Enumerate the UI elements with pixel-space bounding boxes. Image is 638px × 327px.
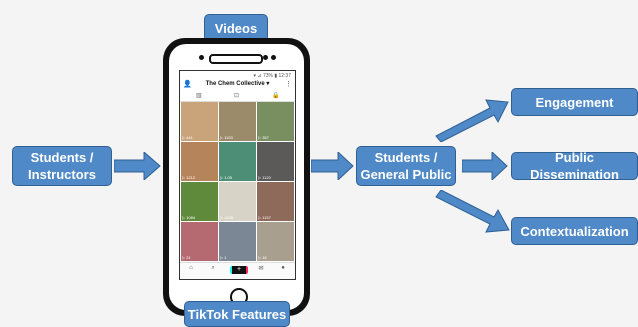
arrow-to-general-public: [311, 152, 354, 180]
video-thumbnail[interactable]: ▷ 1157: [257, 182, 294, 221]
students-general-public-box: Students / General Public: [356, 146, 456, 186]
public-dissemination-box: Public Dissemination: [511, 150, 638, 182]
camera-dot: [263, 55, 268, 60]
grid-tab-icon[interactable]: ▥: [196, 93, 202, 99]
video-view-count: ▷ 1157: [258, 215, 271, 220]
video-view-count: ▷ 18: [258, 255, 267, 260]
sensor-dot: [271, 55, 276, 60]
video-view-count: ▷ 1193: [220, 135, 233, 140]
lock-tab-icon[interactable]: 🔒: [272, 93, 280, 99]
arrow-to-engagement: [435, 99, 509, 142]
phone-body: ▾ ⊿ 73% ▮ 12:37 👤 The Chem Collective ▾ …: [169, 44, 304, 310]
video-thumbnail[interactable]: ▷ 1205: [219, 182, 256, 221]
contextualization-box: Contextualization: [511, 217, 638, 245]
arrow-to-contextualization: [435, 190, 510, 233]
video-view-count: ▷ 441: [182, 135, 193, 140]
tiktok-features-label: TikTok Features: [184, 301, 290, 327]
video-view-count: ▷ 21: [182, 255, 191, 260]
bottom-nav: ⌂ ⌕ + ✉ ●: [180, 262, 295, 279]
video-view-count: ▷ 1.05: [220, 175, 232, 180]
video-thumbnail[interactable]: ▷ 1: [219, 222, 256, 261]
arrow-to-phone: [114, 152, 161, 180]
video-thumbnail[interactable]: ▷ 1084: [181, 182, 218, 221]
video-view-count: ▷ 357: [258, 135, 269, 140]
profile-tabs: ▥ ⊡ 🔒: [180, 92, 295, 102]
home-nav-icon[interactable]: ⌂: [189, 265, 193, 271]
create-button[interactable]: +: [230, 266, 248, 274]
video-thumbnail[interactable]: ▷ 1.05: [219, 142, 256, 181]
videos-label: Videos: [204, 14, 268, 42]
video-view-count: ▷ 1120: [258, 175, 271, 180]
arrow-to-public-dissemination: [462, 152, 508, 180]
video-view-count: ▷ 1: [220, 255, 227, 260]
video-thumbnail[interactable]: ▷ 1120: [257, 142, 294, 181]
engagement-box: Engagement: [511, 88, 638, 116]
video-thumbnail[interactable]: ▷ 357: [257, 102, 294, 141]
video-thumbnail[interactable]: ▷ 441: [181, 102, 218, 141]
video-thumbnail[interactable]: ▷ 1212: [181, 142, 218, 181]
sensor-dot-left: [199, 55, 204, 60]
phone-speaker: [209, 54, 263, 64]
repost-tab-icon[interactable]: ⊡: [234, 93, 240, 99]
video-view-count: ▷ 1084: [182, 215, 196, 220]
phone-screen: ▾ ⊿ 73% ▮ 12:37 👤 The Chem Collective ▾ …: [179, 70, 296, 280]
video-thumbnail[interactable]: ▷ 18: [257, 222, 294, 261]
video-view-count: ▷ 1205: [220, 215, 234, 220]
add-user-icon[interactable]: 👤: [183, 81, 192, 88]
me-nav-icon[interactable]: ●: [281, 265, 285, 271]
video-grid: ▷ 441 ▷ 1193 ▷ 357 ▷ 1212 ▷ 1.05 ▷ 1120 ▷ 1084…: [181, 102, 294, 262]
discover-nav-icon[interactable]: ⌕: [211, 265, 215, 271]
app-bar: 👤 The Chem Collective ▾ ⋮: [180, 79, 295, 91]
phone-mockup: ▾ ⊿ 73% ▮ 12:37 👤 The Chem Collective ▾ …: [163, 38, 310, 316]
video-view-count: ▷ 1212: [182, 175, 196, 180]
more-icon[interactable]: ⋮: [285, 81, 292, 88]
video-thumbnail[interactable]: ▷ 21: [181, 222, 218, 261]
profile-title[interactable]: The Chem Collective ▾: [205, 81, 270, 87]
video-thumbnail[interactable]: ▷ 1193: [219, 102, 256, 141]
status-bar: ▾ ⊿ 73% ▮ 12:37: [253, 73, 291, 79]
inbox-nav-icon[interactable]: ✉: [258, 266, 264, 272]
students-instructors-box: Students / Instructors: [12, 146, 112, 186]
